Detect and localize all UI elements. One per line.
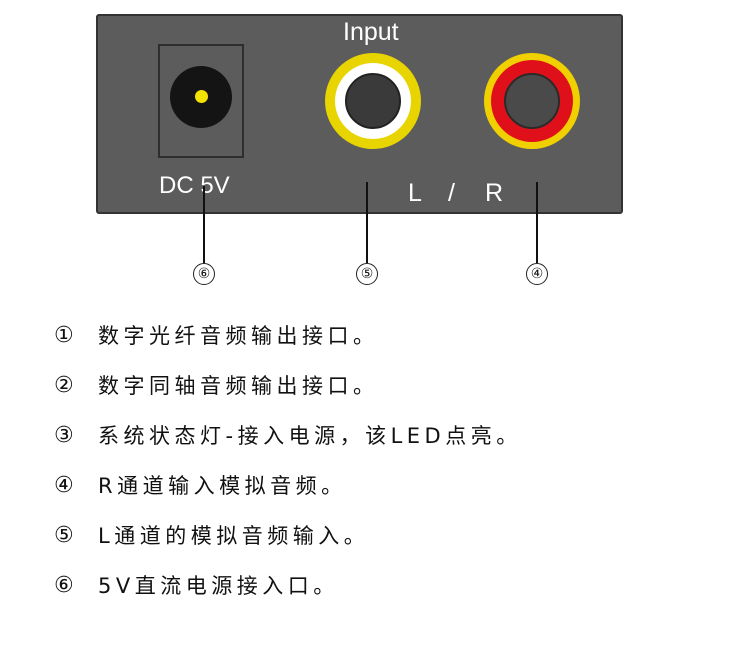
- legend-number: ⑤: [54, 522, 74, 548]
- legend-item: ② 数字同轴音频输出接口。: [54, 360, 522, 410]
- legend-text: L通道的模拟音频输入。: [98, 524, 370, 548]
- legend-text: 系统状态灯-接入电源，该LED点亮。: [98, 424, 522, 448]
- input-rca-jack: [325, 53, 421, 149]
- leader-line-4: [536, 182, 538, 263]
- input-rca-hole: [345, 73, 401, 129]
- legend-text: 5V直流电源接入口。: [98, 574, 339, 598]
- port-legend: ① 数字光纤音频输出接口。 ② 数字同轴音频输出接口。 ③ 系统状态灯-接入电源…: [54, 310, 522, 610]
- legend-text: 数字光纤音频输出接口。: [98, 324, 379, 348]
- legend-item: ③ 系统状态灯-接入电源，该LED点亮。: [54, 410, 522, 460]
- dc-5v-label: DC 5V: [159, 172, 230, 199]
- leader-line-5: [366, 182, 368, 263]
- legend-number: ①: [54, 322, 74, 348]
- legend-text: R通道输入模拟音频。: [98, 474, 347, 498]
- legend-number: ②: [54, 372, 74, 398]
- legend-item: ④ R通道输入模拟音频。: [54, 460, 522, 510]
- right-rca-hole: [504, 73, 560, 129]
- callout-5: ⑤: [356, 263, 378, 285]
- right-channel-label: R: [485, 179, 504, 207]
- callout-4: ④: [526, 263, 548, 285]
- left-channel-label: L: [408, 179, 422, 207]
- legend-number: ③: [54, 422, 74, 448]
- leader-line-6: [203, 186, 205, 263]
- legend-number: ⑥: [54, 572, 74, 598]
- callout-6: ⑥: [193, 263, 215, 285]
- dc-jack-pin: [195, 90, 208, 103]
- legend-item: ⑤ L通道的模拟音频输入。: [54, 510, 522, 560]
- right-rca-jack: [484, 53, 580, 149]
- input-label: Input: [343, 18, 399, 46]
- legend-item: ⑥ 5V直流电源接入口。: [54, 560, 522, 610]
- dc-jack-frame: [158, 44, 244, 158]
- legend-item: ① 数字光纤音频输出接口。: [54, 310, 522, 360]
- legend-text: 数字同轴音频输出接口。: [98, 374, 379, 398]
- legend-number: ④: [54, 472, 74, 498]
- slash-label: /: [448, 179, 455, 207]
